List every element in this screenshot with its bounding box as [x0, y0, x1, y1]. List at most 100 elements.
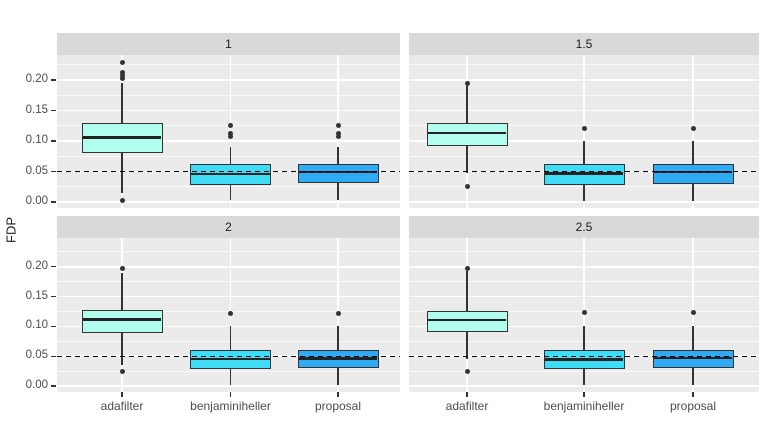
y-axis-tick-mark [51, 170, 56, 173]
boxplot-median-benjaminiheller [544, 358, 624, 362]
y-axis-tick-label: 0.10 [25, 134, 48, 146]
y-axis-tick-mark [51, 109, 56, 112]
x-axis-tick-label-proposal: proposal [669, 399, 717, 413]
x-axis-tick-mark [583, 392, 585, 397]
gridline-minor-h [57, 281, 400, 283]
outlier-dot [119, 266, 125, 272]
outlier-dot [119, 198, 125, 204]
x-axis-tick-mark [692, 392, 694, 397]
outlier-dot [119, 368, 125, 374]
reference-line [409, 170, 759, 173]
boxplot-median-benjaminiheller [191, 357, 270, 361]
y-axis-tick-label: 0.15 [25, 103, 48, 116]
gridline-minor-h [57, 94, 400, 96]
facet-panel-1 [57, 55, 400, 208]
x-axis-tick-label-adafilter: adafilter [100, 399, 144, 413]
y-axis-tick-mark [51, 79, 56, 81]
boxplot-median-proposal [653, 356, 733, 360]
gridline-minor-h [57, 370, 400, 372]
outlier-dot [228, 123, 233, 129]
outlier-dot [464, 266, 470, 272]
y-axis-tick-mark [51, 266, 56, 268]
x-axis-tick-label-proposal: proposal [314, 399, 362, 413]
boxplot-box-proposal [297, 164, 379, 184]
outlier-dot [335, 133, 341, 139]
gridline-major-h [57, 79, 400, 81]
facet-strip-label: 1.5 [575, 37, 593, 51]
boxplot-box-proposal [652, 164, 734, 184]
x-axis-tick-label-adafilter: adafilter [445, 399, 489, 413]
y-axis-tick-label: 0.05 [25, 164, 48, 177]
y-axis-tick-mark [51, 295, 56, 298]
facet-strip-label: 1 [225, 37, 232, 51]
outlier-dot [464, 184, 470, 190]
y-axis-tick-label: 0.05 [25, 349, 48, 362]
outlier-dot [690, 310, 696, 316]
x-axis-tick-mark [337, 392, 339, 397]
y-axis-tick-mark [51, 385, 56, 387]
outlier-dot [581, 125, 587, 131]
reference-line [57, 355, 400, 357]
outlier-dot [119, 70, 125, 76]
outlier-dot [119, 75, 125, 81]
y-axis-title: FDP [3, 217, 19, 243]
x-axis-tick-mark [229, 392, 232, 397]
facet-strip-1.5 [409, 33, 759, 55]
boxplot-box-adafilter [426, 310, 508, 332]
outlier-dot [464, 369, 470, 375]
facet-strip-label: 2.5 [575, 220, 593, 234]
gridline-major-v [692, 55, 694, 208]
gridline-minor-h [57, 155, 400, 157]
boxplot-median-adafilter [427, 131, 507, 135]
gridline-major-h [57, 325, 400, 328]
gridline-major-h [57, 140, 400, 142]
y-axis-tick-mark [51, 355, 56, 357]
outlier-dot [228, 130, 233, 136]
facet-panel-2.5 [409, 238, 759, 392]
y-axis-tick-label: 0.00 [25, 195, 48, 207]
gridline-minor-h [57, 186, 400, 188]
gridline-minor-h [57, 340, 400, 342]
gridline-major-h [57, 295, 400, 298]
x-axis-tick-mark [121, 392, 123, 397]
outlier-dot [335, 130, 341, 136]
gridline-major-v [583, 55, 585, 208]
outlier-dot [228, 310, 233, 316]
boxplot-median-adafilter [427, 318, 507, 322]
facet-strip-label: 2 [225, 220, 232, 234]
y-axis-tick-label: 0.20 [25, 259, 48, 272]
reference-line [409, 355, 759, 357]
boxplot-median-benjaminiheller [544, 172, 624, 175]
x-axis-tick-mark [466, 392, 468, 397]
boxplot-box-adafilter [81, 309, 163, 333]
x-axis-tick-label-benjaminiheller: benjaminiheller [190, 399, 271, 413]
boxplot-median-adafilter [82, 317, 162, 321]
boxplot-median-benjaminiheller [191, 172, 270, 176]
outlier-dot [690, 125, 696, 131]
facet-strip-1 [57, 33, 400, 55]
outlier-dot [464, 80, 470, 86]
y-axis-tick-label: 0.15 [25, 289, 48, 302]
y-axis-tick-mark [51, 325, 56, 328]
outlier-dot [335, 310, 341, 316]
gridline-major-h [57, 385, 400, 387]
boxplot-median-adafilter [82, 136, 162, 139]
gridline-major-h [57, 201, 400, 203]
x-axis-tick-label-benjaminiheller: benjaminiheller [543, 399, 625, 413]
gridline-minor-h [57, 64, 400, 66]
facet-panel-2 [57, 238, 400, 392]
y-axis-tick-label: 0.20 [25, 73, 48, 85]
outlier-dot [119, 59, 125, 65]
outlier-dot [581, 310, 587, 316]
reference-line [57, 170, 400, 173]
y-axis-tick-mark [51, 201, 56, 203]
gridline-minor-h [57, 251, 400, 253]
y-axis-tick-label: 0.00 [25, 379, 48, 391]
outlier-dot [335, 123, 341, 129]
gridline-major-h [57, 109, 400, 112]
y-axis-tick-mark [51, 140, 56, 142]
gridline-major-h [57, 266, 400, 268]
y-axis-tick-label: 0.10 [25, 319, 48, 332]
facet-strip-2.5 [409, 216, 759, 238]
